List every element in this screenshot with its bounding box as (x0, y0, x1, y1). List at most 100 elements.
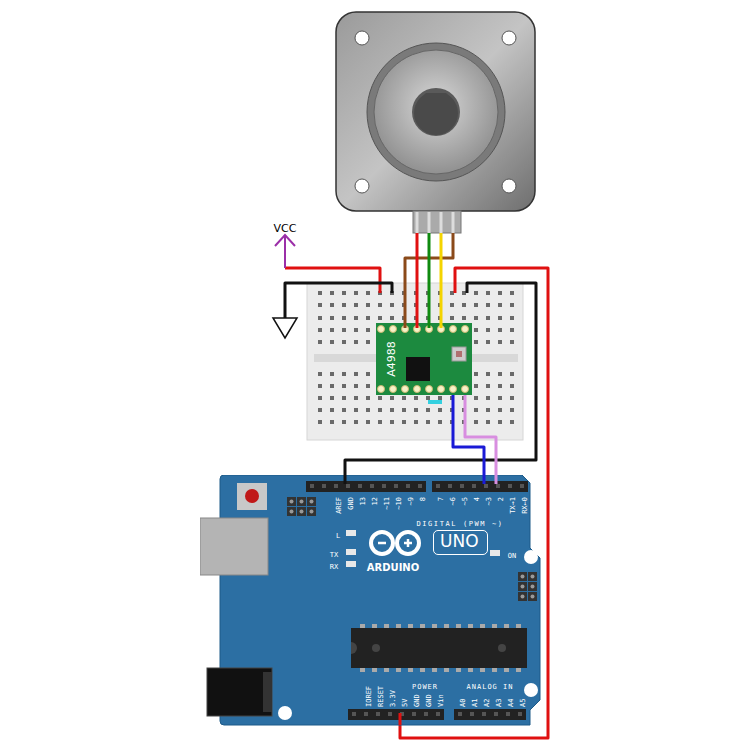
arduino-art-part (406, 484, 410, 488)
stepper-motor (336, 12, 535, 233)
breadboard-part-part (510, 372, 514, 376)
arduino-art-part (518, 572, 527, 581)
arduino-art-part (483, 475, 486, 484)
breadboard-part-part (474, 340, 478, 344)
arduino-art-part (528, 582, 537, 591)
pin-name: 12 (372, 497, 379, 505)
model-name: UNO (440, 532, 479, 551)
arduino-art-part (506, 712, 510, 716)
pin-name: ~11 (384, 497, 391, 510)
pin-name: GND (414, 694, 421, 707)
wires-part (285, 268, 380, 293)
breadboard-part-part (342, 303, 346, 307)
label-holder: ~10 (387, 497, 405, 510)
breadboard-part-part (486, 303, 490, 307)
breadboard-part-part (462, 291, 466, 295)
breadboard-part-part (402, 408, 406, 412)
arduino-art-part (492, 668, 497, 672)
arduino-art-part (436, 712, 440, 716)
driver-board: A4988 (376, 323, 472, 395)
breadboard-part-part (330, 408, 334, 412)
wires-part (345, 283, 536, 481)
label-holder: 4 (465, 497, 483, 501)
stepper-motor-part (374, 50, 498, 174)
breadboard-part-part (318, 408, 322, 412)
led-name: ON (508, 553, 516, 560)
breadboard-part-part (354, 396, 358, 400)
breadboard-part-part (474, 291, 478, 295)
arduino-art-part (496, 484, 500, 488)
breadboard-part-part (318, 396, 322, 400)
breadboard-part-part (450, 303, 454, 307)
arduino-art-part (310, 484, 314, 488)
arduino-art-part (458, 712, 462, 716)
vcc-symbol (275, 235, 295, 268)
arduino-art-part (412, 712, 416, 716)
breadboard-part-part (510, 303, 514, 307)
label-holder: L (336, 524, 340, 542)
pin-name: ~9 (408, 497, 415, 505)
driver-art-part (450, 326, 457, 333)
arduino-art-part (520, 484, 524, 488)
breadboard-part-part (330, 340, 334, 344)
breadboard-part-part (318, 291, 322, 295)
arduino-art-part (480, 624, 485, 628)
arduino-art-part (310, 500, 314, 504)
arduino-art-part (351, 642, 357, 654)
arduino-art-part (360, 668, 365, 672)
breadboard-part-part (366, 340, 370, 344)
breadboard-part-part (510, 328, 514, 332)
label-holder: RX (330, 555, 338, 573)
stepper-motor-part (336, 12, 535, 211)
label-holder: 2 (489, 497, 507, 501)
stepper-motor-part-part (440, 212, 443, 233)
label-holder: ON (508, 544, 516, 562)
breadboard-part-part (330, 372, 334, 376)
label-holder: ANALOG IN (467, 675, 514, 693)
driver-art-part (406, 357, 430, 381)
arduino-art-part (470, 712, 474, 716)
breadboard-part-part (510, 408, 514, 412)
stepper-motor-part-part (452, 212, 455, 233)
arduino-art-part (456, 668, 461, 672)
wires-part (428, 233, 431, 325)
pin-name: GND (348, 497, 355, 510)
signal-wire (453, 395, 484, 475)
arduino-art-part-part (407, 539, 410, 547)
breadboard-part-part (342, 420, 346, 424)
breadboard-part-part (342, 340, 346, 344)
driver-art-part (462, 386, 469, 393)
breadboard-part-part (438, 420, 442, 424)
model-badge: UNO (433, 530, 488, 555)
arduino-art-part (372, 668, 377, 672)
stepper-motor-part (414, 93, 458, 135)
breadboard-part-part (438, 396, 442, 400)
vcc-symbol-part (275, 235, 295, 246)
label-holder: A2 (475, 699, 493, 707)
breadboard-part-part (510, 340, 514, 344)
breadboard-part-part (486, 328, 490, 332)
arduino-art-part (432, 624, 437, 628)
arduino-art-part (300, 500, 304, 504)
breadboard-part-part (486, 291, 490, 295)
arduino-art-part (495, 475, 498, 484)
arduino-art-part (396, 624, 401, 628)
label-holder: A4 (499, 699, 517, 707)
label-holder: A3 (487, 699, 505, 707)
breadboard-part-part (342, 316, 346, 320)
breadboard-part (307, 283, 523, 440)
arduino-art-part-part (378, 542, 386, 545)
breadboard (307, 283, 523, 440)
driver-art-part (440, 323, 443, 328)
arduino-art-part (310, 510, 314, 514)
stepper-motor-part (367, 43, 505, 181)
breadboard-part-part (342, 328, 346, 332)
breadboard-part-part (366, 372, 370, 376)
arduino-art-part (490, 550, 500, 556)
breadboard-part-part (474, 316, 478, 320)
label-holder: GND (405, 694, 423, 707)
breadboard-part-part (474, 384, 478, 388)
breadboard-part-part (354, 372, 358, 376)
label-holder: ~9 (399, 497, 417, 505)
